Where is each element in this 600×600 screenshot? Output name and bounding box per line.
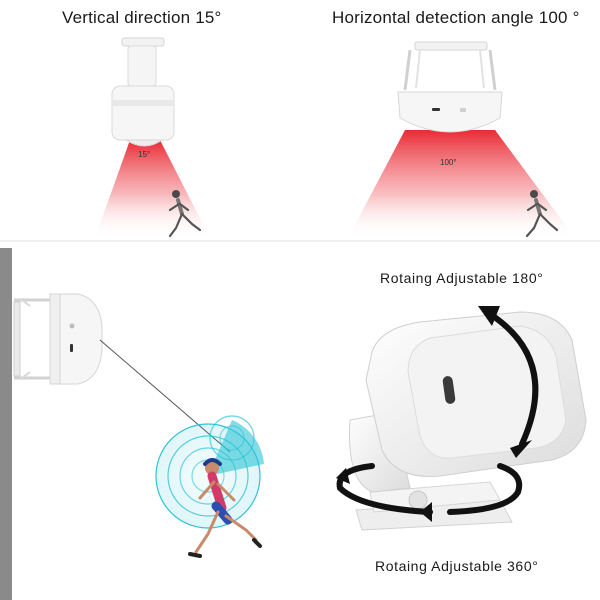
- runner-figure-left: [168, 190, 202, 238]
- vertical-angle-label: 15°: [138, 150, 151, 159]
- horizontal-beam-cone: [348, 130, 575, 238]
- rotate-180-arrow: [487, 311, 539, 447]
- bottom-right-panel: [336, 306, 587, 531]
- wall-sensor: [13, 293, 103, 385]
- rotate-360-arrow: [336, 463, 523, 515]
- horizontal-angle-label: 100°: [440, 158, 457, 167]
- ceiling-sensor-side: [397, 41, 503, 133]
- top-left-panel: [95, 37, 210, 238]
- rotate-180-label: Rotaing Adjustable 180°: [380, 270, 544, 286]
- rotate-360-label: Rotaing Adjustable 360°: [375, 558, 539, 574]
- vertical-direction-title: Vertical direction 15°: [62, 8, 222, 27]
- sensor-led-slot: [442, 376, 456, 404]
- runner-figure-colored: [188, 458, 262, 558]
- wall: [0, 248, 12, 600]
- bottom-left-panel: [0, 248, 264, 600]
- top-right-panel: [348, 41, 575, 238]
- runner-figure-right: [525, 190, 559, 238]
- ceiling-sensor-front: [111, 37, 175, 147]
- detection-sector: [208, 420, 264, 476]
- horizontal-angle-title: Horizontal detection angle 100 °: [332, 8, 580, 27]
